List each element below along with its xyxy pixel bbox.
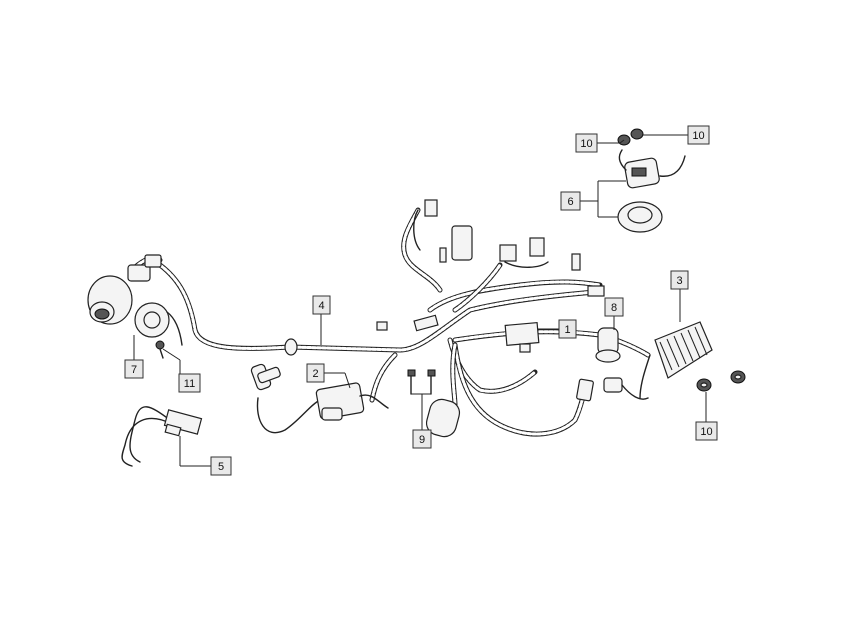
callout-2-label: 2 — [312, 368, 318, 380]
callout-10-top-left: 10 — [575, 133, 598, 153]
main-wiring-harness — [127, 199, 651, 437]
relay-cover — [617, 201, 663, 233]
callout-11-label: 11 — [184, 378, 195, 390]
callout-5: 5 — [210, 456, 232, 476]
ignition-coil — [256, 382, 389, 434]
callout-10a-label: 10 — [580, 138, 592, 150]
callout-1-label: 1 — [564, 324, 570, 336]
callout-10b-label: 10 — [692, 130, 704, 142]
callout-9-label: 9 — [419, 434, 425, 446]
switch — [595, 327, 621, 363]
callout-3-label: 3 — [676, 275, 682, 287]
bolts — [407, 369, 436, 395]
voltage-regulator — [639, 321, 713, 399]
callout-1: 1 — [558, 319, 577, 339]
callout-10c-label: 10 — [700, 426, 712, 438]
callout-8: 8 — [604, 297, 624, 317]
starter-relay — [618, 149, 686, 189]
callout-6: 6 — [560, 191, 581, 211]
cdi-module — [504, 321, 540, 353]
callout-7-label: 7 — [131, 364, 137, 376]
callout-4-label: 4 — [318, 300, 324, 312]
headlight-connector — [87, 254, 162, 325]
callout-10-bottom: 10 — [695, 421, 718, 441]
horn — [134, 302, 183, 346]
callout-7: 7 — [124, 359, 144, 379]
screw — [155, 340, 165, 359]
callout-8-label: 8 — [611, 302, 617, 314]
capacitor — [425, 398, 461, 438]
callout-6-label: 6 — [567, 196, 573, 208]
callout-11: 11 — [178, 373, 201, 393]
callout-3: 3 — [670, 270, 689, 290]
nuts-top — [617, 128, 644, 146]
callout-10-top-right: 10 — [687, 125, 710, 145]
callout-4: 4 — [312, 295, 331, 315]
nuts-right — [696, 370, 746, 392]
callout-9: 9 — [412, 429, 432, 449]
regulator-connector — [576, 377, 649, 402]
leader-lines — [133, 134, 707, 467]
callout-2: 2 — [306, 363, 325, 383]
spark-plug-cap — [250, 363, 281, 391]
relay-sensor — [121, 406, 203, 467]
callout-5-label: 5 — [218, 461, 224, 473]
